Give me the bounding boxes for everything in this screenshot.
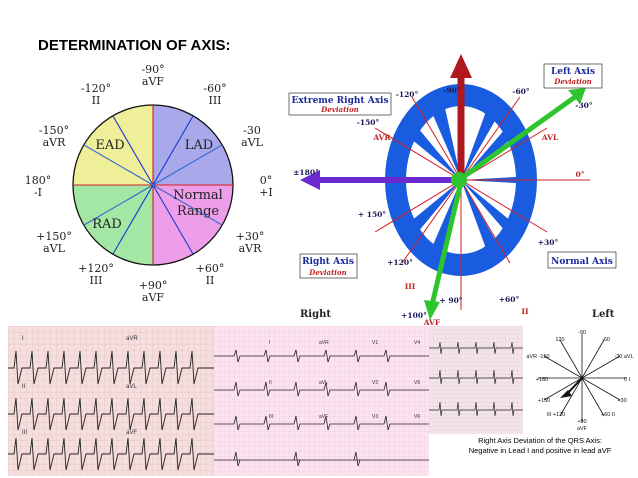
arrow-green-down [429, 181, 464, 306]
label-left: Left [592, 309, 615, 320]
quadrant-normal-line2: Range [177, 204, 220, 219]
angle-p90: + 90° [439, 296, 462, 305]
label-plus120: +120° [78, 262, 114, 275]
strip2-lead-i: I [269, 340, 270, 346]
angle-m60: -60° [512, 87, 530, 96]
tag-left-axis: Left Axis [551, 67, 595, 77]
strip2-lead-v6: V6 [414, 414, 420, 420]
arrow-green-up [457, 94, 577, 183]
tag-extreme-right: Extreme Right Axis [291, 96, 388, 106]
label-plus90: +90° [139, 279, 168, 292]
angle-avl: AVL [541, 133, 559, 142]
tag-normal-axis: Normal Axis [551, 257, 613, 267]
angle-p30: +30° [538, 238, 559, 247]
label-avr-left: aVR [43, 136, 67, 149]
arrow-green-up-head [568, 88, 586, 104]
angle-p150: + 150° [358, 210, 387, 219]
rad-sector [73, 185, 153, 265]
strip2-lead-iii: III [269, 414, 273, 420]
angle-p60: +60° [499, 295, 520, 304]
arrow-left-head [300, 170, 320, 190]
strip2-lead-v3: V3 [372, 414, 378, 420]
angle-p120: +120° [387, 258, 413, 267]
label-minus150: -150° [39, 124, 69, 137]
label-right: Right [300, 309, 331, 320]
quadrant-rad: RAD [92, 217, 122, 232]
wheel-spokes [73, 105, 233, 265]
strip2-lead-v4: V4 [414, 340, 420, 346]
label-180: 180° [25, 174, 52, 187]
strip1-lead-avl: aVL [126, 384, 137, 390]
strip1-lead-ii: II [22, 384, 26, 390]
strip1-lead-avf: aVF [126, 430, 137, 436]
arrow-green-down-head [424, 300, 440, 320]
label-plus-i: +I [259, 186, 273, 199]
angle-p180: ±180° [293, 168, 319, 177]
center-dot [451, 172, 467, 188]
ead-sector [73, 105, 153, 185]
strip2-lead-v1: V1 [372, 340, 378, 346]
label-iii-top: III [208, 94, 221, 107]
caption-line-1: Right Axis Deviation of the QRS Axis: [478, 436, 602, 445]
angle-m150: -150° [357, 118, 380, 127]
label-ii-bottom: II [206, 274, 215, 287]
ecg-strip-3 [429, 326, 523, 434]
label-iii-bottom: III [89, 274, 102, 287]
label-ii-top: II [92, 94, 101, 107]
angle-m120: -120° [396, 90, 419, 99]
label-avl-left: aVL [43, 242, 66, 255]
label-avf-top: aVF [142, 75, 165, 88]
normal-sector [153, 185, 233, 265]
label-minus90: -90° [141, 63, 164, 76]
angle-p0: 0° [576, 170, 585, 179]
strip2-lead-v5: V5 [414, 380, 420, 386]
strip1-lead-avr: aVR [126, 336, 138, 342]
quadrant-ead: EAD [95, 138, 124, 153]
label-minus120: -120° [81, 82, 111, 95]
strip2-lead-v2: V2 [372, 380, 378, 386]
quadrant-normal-line1: Normal [173, 188, 223, 203]
tag-right-axis: Right Axis [302, 257, 354, 267]
strip2-lead-avl: aVL [319, 380, 328, 386]
angle-p100: +100° [401, 311, 427, 320]
label-0: 0° [260, 174, 273, 187]
strip2-lead-ii: II [269, 380, 272, 386]
tag-right-axis-deviation: Deviation [308, 268, 346, 277]
ecg-strip-2: I aVR V1 V4 II aVL V2 V5 III aVF V3 V6 [214, 326, 429, 476]
strip2-lead-avr: aVR [319, 340, 329, 346]
caption: Right Axis Deviation of the QRS Axis: Ne… [445, 436, 635, 456]
label-minus60: -60° [203, 82, 226, 95]
label-minus30: -30 [243, 124, 261, 137]
heart-axis-diagram [300, 54, 590, 320]
label-minus-i: -I [34, 186, 42, 199]
label-avr-right: aVR [239, 242, 263, 255]
angle-avf: AVF [423, 318, 441, 327]
angle-m30: -30° [575, 101, 593, 110]
angle-iii: III [405, 282, 416, 291]
ecg-strip-1: I aVR II aVL III aVF [8, 326, 214, 476]
angle-ii: II [521, 307, 529, 316]
quadrant-lad: LAD [185, 138, 213, 153]
tag-left-axis-deviation: Deviation [553, 77, 591, 86]
label-plus60: +60° [196, 262, 225, 275]
lad-sector [153, 105, 233, 185]
arrow-up-head [450, 54, 472, 78]
angle-m90: -90° [443, 86, 461, 95]
label-plus30: +30° [236, 230, 265, 243]
tag-extreme-deviation: Deviation [320, 105, 358, 114]
angle-avr: AVR [372, 133, 391, 142]
caption-line-2: Negative in Lead I and positive in lead … [468, 446, 612, 455]
label-avl-right: aVL [241, 136, 264, 149]
strip1-lead-iii: III [22, 430, 27, 436]
label-avf-bottom: aVF [142, 291, 165, 304]
wheel-sectors [73, 105, 233, 265]
page-title: DETERMINATION OF AXIS: [38, 37, 231, 54]
strip2-lead-avf: aVF [319, 414, 328, 420]
label-plus150: +150° [36, 230, 72, 243]
strip1-lead-i: I [22, 336, 24, 342]
